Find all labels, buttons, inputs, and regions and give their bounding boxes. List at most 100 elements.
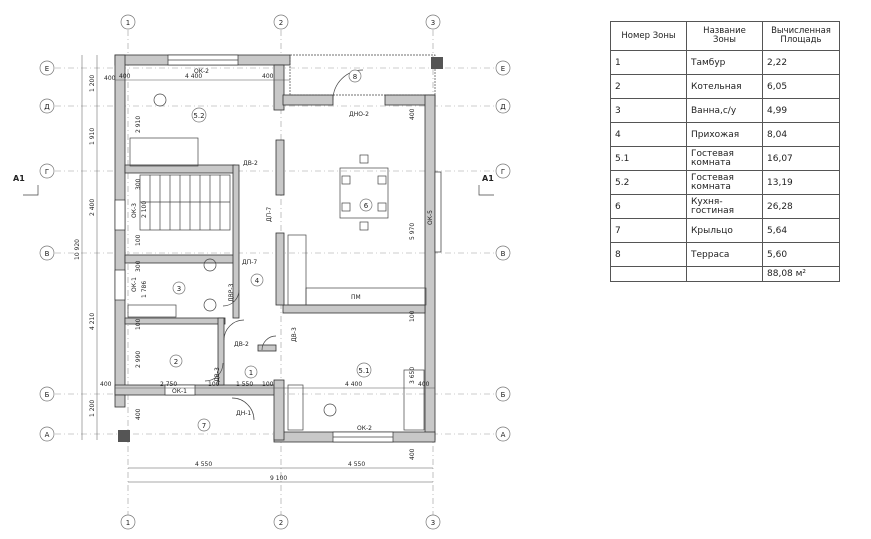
label-dno2: ДНО-2 [349, 111, 369, 118]
axis-row-B-right: Б [501, 391, 506, 399]
table-total-row: 88,08 м² [610, 266, 840, 282]
room-label-1: 1 [249, 369, 253, 377]
label-dv2-a: ДВ-2 [243, 160, 258, 167]
room-label-3: 3 [177, 285, 181, 293]
cell-area: 13,19 [762, 170, 840, 195]
dim-in-100c: 100 [135, 234, 142, 246]
cell-num: 4 [610, 122, 687, 147]
cell-num: 2 [610, 74, 687, 99]
axis-col-1-top: 1 [126, 19, 130, 27]
label-ok2-bottom: ОК-2 [357, 425, 372, 432]
label-ok4: ОК-1 [131, 277, 138, 292]
cell-num: 5.1 [610, 146, 687, 171]
header-zone-name: Название Зоны [686, 21, 763, 51]
dim-left-total: 10 920 [74, 239, 81, 260]
cell-num: 5.2 [610, 170, 687, 195]
table-row: 2 Котельная 6,05 [610, 74, 840, 99]
dim-in-2100: 2 100 [141, 201, 148, 218]
dim-in-300b: 300 [135, 260, 142, 272]
dim-bi-3: 4 400 [345, 381, 362, 388]
dim-in-1786: 1 786 [141, 281, 148, 298]
room-area-table: Номер Зоны Название Зоны Вычисленная Пло… [610, 21, 840, 282]
dim-left-1: 1 200 [89, 75, 96, 92]
dim-top-mid: 4 400 [185, 73, 202, 80]
axis-row-D-left: Д [44, 103, 50, 111]
dim-in-400a: 400 [409, 108, 416, 120]
dim-left-5: 1 200 [89, 400, 96, 417]
table-row: 1 Тамбур 2,22 [610, 50, 840, 75]
table-row: 3 Ванна,с/у 4,99 [610, 98, 840, 123]
dim-in-400d: 400 [104, 75, 116, 82]
cell-total-empty-1 [610, 266, 687, 282]
axis-col-2-bottom: 2 [279, 519, 283, 527]
dim-top-right: 400 [262, 73, 274, 80]
dim-in-100a: 100 [135, 318, 142, 330]
dim-in-400c: 400 [409, 448, 416, 460]
dim-bottom-total: 9 100 [270, 475, 287, 482]
axis-row-E-left: Е [45, 65, 49, 73]
cell-area: 26,28 [762, 194, 840, 219]
axis-row-E-right: Е [501, 65, 505, 73]
table-row: 8 Терраса 5,60 [610, 242, 840, 267]
room-labels: 1 2 3 4 5.1 5.2 6 7 8 [169, 69, 373, 432]
table-row: 5.2 Гостевая комната 13,19 [610, 170, 840, 195]
axis-col-3-top: 3 [431, 19, 435, 27]
label-ok2-top: ОК-2 [194, 68, 209, 75]
axis-row-D-right: Д [500, 103, 506, 111]
room-label-5-1: 5.1 [358, 367, 369, 375]
axis-row-G-right: Г [501, 168, 505, 176]
table-row: 4 Прихожая 8,04 [610, 122, 840, 147]
axis-row-B-left: Б [45, 391, 50, 399]
cell-area: 5,60 [762, 242, 840, 267]
stairs [139, 174, 231, 231]
room-label-5-2: 5.2 [193, 112, 204, 120]
dim-in-100b: 100 [409, 310, 416, 322]
dim-bi-100a: 100 [208, 381, 220, 388]
cell-name: Котельная [686, 74, 763, 99]
axis-bubbles: 1 2 3 1 2 3 Е Д Г В Б А Е Д Г В Б А [39, 14, 511, 530]
label-dn1: ДН-1 [236, 410, 251, 417]
cell-name: Тамбур [686, 50, 763, 75]
section-marks: А1 А1 [13, 174, 494, 196]
label-ok1: ОК-1 [172, 388, 187, 395]
dim-left-4: 4 210 [89, 313, 96, 330]
cell-name: Гостевая комната [686, 146, 763, 171]
axis-row-G-left: Г [45, 168, 49, 176]
axis-row-A-left: А [45, 431, 50, 439]
axis-row-A-right: А [501, 431, 506, 439]
cell-name: Прихожая [686, 122, 763, 147]
section-mark-left: А1 [13, 174, 25, 183]
cell-num: 8 [610, 242, 687, 267]
axis-row-V-right: В [501, 250, 506, 258]
cell-area: 4,99 [762, 98, 840, 123]
dim-top-left: 400 [119, 73, 131, 80]
room-label-7: 7 [202, 422, 206, 430]
label-dv3-b: ДВ-3 [214, 367, 221, 382]
opening-labels: ОК-2 ОК-2 ОК-1 ОК-3 ОК-1 ОК-5 ДНО-2 ДН-1… [131, 68, 434, 432]
label-dp7-b: ДП-7 [242, 259, 257, 266]
cell-name: Ванна,с/у [686, 98, 763, 123]
label-dvr3: ДВР-3 [228, 283, 235, 302]
cell-total-empty-2 [686, 266, 763, 282]
cell-name: Крыльцо [686, 218, 763, 243]
cell-area: 5,64 [762, 218, 840, 243]
dim-left-3: 2 400 [89, 199, 96, 216]
label-dp7-a: ДП-7 [266, 207, 273, 222]
table-row: 6 Кухня-гостиная 26,28 [610, 194, 840, 219]
furniture [127, 93, 427, 431]
table-row: 5.1 Гостевая комната 16,07 [610, 146, 840, 171]
label-dv2-b: ДВ-2 [234, 341, 249, 348]
table-row: 7 Крыльцо 5,64 [610, 218, 840, 243]
room-label-8: 8 [353, 73, 357, 81]
header-zone-number: Номер Зоны [610, 21, 687, 51]
axis-col-1-bottom: 1 [126, 519, 130, 527]
table-header-row: Номер Зоны Название Зоны Вычисленная Пло… [610, 21, 840, 51]
windows [114, 54, 442, 443]
dim-in-300a: 300 [135, 178, 142, 190]
cell-area: 2,22 [762, 50, 840, 75]
dim-bi-100b: 100 [262, 381, 274, 388]
room-label-4: 4 [255, 277, 260, 285]
label-pm: ПМ [351, 294, 361, 301]
dim-in-3650: 3 650 [409, 367, 416, 384]
cell-name: Терраса [686, 242, 763, 267]
